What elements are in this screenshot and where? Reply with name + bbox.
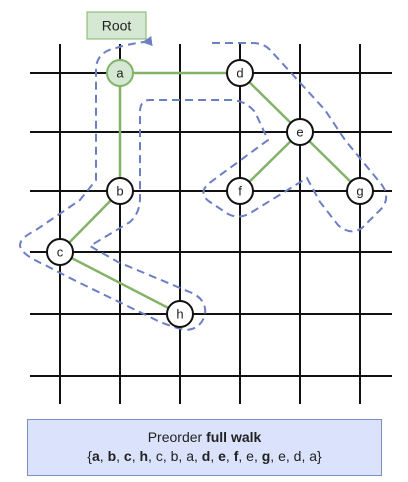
node-label: h <box>176 307 183 322</box>
tree-node-d: d <box>226 59 254 87</box>
node-circle <box>286 118 314 146</box>
walk-step: g <box>261 448 271 464</box>
caption-title-plain: Preorder <box>147 429 207 445</box>
walk-step: c <box>123 448 132 464</box>
tree-node-g: g <box>346 177 374 205</box>
node-label: f <box>238 184 242 199</box>
tree-node-c: c <box>46 238 74 266</box>
tree-node-e: e <box>286 118 314 146</box>
caption-title-bold: full walk <box>206 429 262 445</box>
walk-step: e <box>246 448 254 464</box>
tree-edge-e-f <box>239 131 301 192</box>
walk-brace-open: { <box>87 448 92 464</box>
node-label: g <box>356 184 363 199</box>
node-label: d <box>236 66 243 81</box>
root-label-box: Root <box>86 11 147 40</box>
walk-step: b <box>170 448 179 464</box>
tree-nodes: a b c d e f g h <box>46 59 374 328</box>
caption-title: Preorder full walk <box>28 428 381 447</box>
tree-node-f: f <box>226 177 254 205</box>
caption-walk-sequence: {a, b, c, h, c, b, a, d, e, f, e, g, e, … <box>87 448 322 464</box>
walk-step: h <box>139 448 149 464</box>
node-label: a <box>116 66 124 81</box>
walk-step: f <box>233 448 239 464</box>
node-circle <box>106 177 134 205</box>
caption-box: Preorder full walk {a, b, c, h, c, b, a,… <box>27 419 382 476</box>
node-label: c <box>57 245 64 260</box>
node-circle <box>226 177 254 205</box>
walk-step: a <box>309 448 318 464</box>
preorder-walk-path <box>18 36 388 332</box>
walk-brace-close: } <box>317 448 322 464</box>
walk-step: e <box>218 448 226 464</box>
walk-step: d <box>293 448 302 464</box>
tree-grid-diagram: a b c d e f g h Root <box>18 11 392 404</box>
walk-step: a <box>186 448 194 464</box>
walk-step: d <box>201 448 211 464</box>
node-circle <box>106 59 134 87</box>
walk-step: c <box>155 448 163 464</box>
tree-edge-b-c <box>59 190 121 253</box>
walk-step: b <box>107 448 117 464</box>
tree-node-a: a <box>106 59 134 87</box>
node-label: e <box>296 125 303 140</box>
node-label: b <box>116 184 123 199</box>
root-label: Root <box>102 18 132 34</box>
node-circle <box>46 238 74 266</box>
node-circle <box>226 59 254 87</box>
tree-node-b: b <box>106 177 134 205</box>
walk-step: e <box>278 448 286 464</box>
tree-edge-e-g <box>299 131 361 192</box>
tree-node-h: h <box>166 300 194 328</box>
tree-edges <box>59 71 361 316</box>
walk-step: a <box>91 448 100 464</box>
node-circle <box>166 300 194 328</box>
tree-edge-d-e <box>239 72 301 133</box>
node-circle <box>346 177 374 205</box>
tree-edge-c-h <box>59 250 181 316</box>
